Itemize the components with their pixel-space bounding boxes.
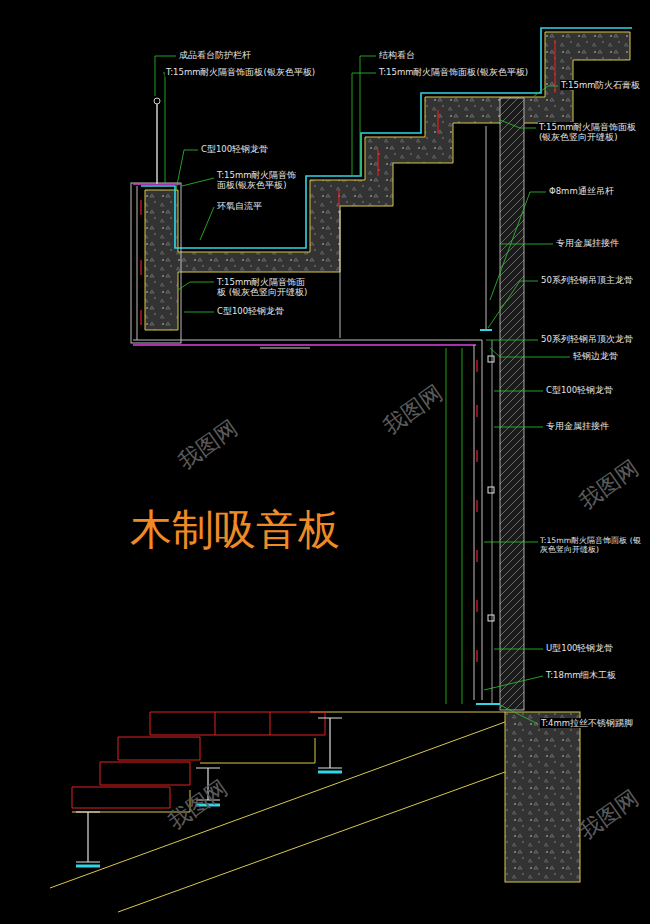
callout-label: Φ8mm通丝吊杆 (548, 186, 615, 196)
callout-label: 50系列轻钢吊顶主龙骨 (540, 275, 634, 285)
callout-label: 专用金属挂接件 (545, 421, 610, 431)
ceiling-face (133, 344, 476, 346)
steel-beams (76, 718, 342, 862)
callout-label: 结构看台 (378, 50, 416, 60)
watermark: 我图网 (574, 784, 645, 846)
ceiling-board (133, 340, 482, 341)
callout-label: T:18mm细木工板 (545, 670, 618, 680)
callout-label: 轻钢边龙骨 (572, 351, 619, 361)
drawing-title: 木制吸音板 (130, 505, 340, 555)
hanger-clip (480, 329, 492, 331)
callout-label: 50系列轻钢吊顶次龙骨 (540, 334, 634, 344)
wall-keel (492, 340, 493, 704)
callout-label: 专用金属挂接件 (555, 238, 620, 248)
watermark: 我图网 (377, 379, 448, 441)
cladding-inner (137, 186, 138, 340)
callout-label: T:15mm耐火隔音饰面板 (银灰色竖向开缝板) (538, 122, 644, 142)
watermark: 我图网 (162, 774, 233, 836)
leader-lines (155, 56, 570, 724)
beam-plates (76, 772, 342, 866)
watermark: 我图网 (574, 454, 645, 516)
callout-label: T:15mm耐火隔音饰面板 (银灰色竖向开缝板) (216, 277, 314, 297)
wall-panel-outer (474, 345, 475, 700)
callout-label: T:4mm拉丝不锈钢踢脚 (540, 718, 634, 728)
callout-label: T:15mm防火石膏板 (560, 80, 642, 90)
callout-label: C型100轻钢龙骨 (216, 306, 285, 316)
callout-label: C型100轻钢龙骨 (200, 144, 269, 154)
hanger-rods (340, 126, 486, 338)
parapet-cladding (131, 183, 181, 343)
slope-line (118, 772, 505, 912)
callout-label: T:15mm耐火隔音饰面板(银灰色平板) (378, 67, 529, 77)
slope-line (50, 722, 505, 888)
wall-panel-inner (482, 340, 483, 700)
railing-knob (154, 98, 160, 104)
callout-label: T:15mm耐火隔音饰面板(银灰色平板) (165, 67, 316, 77)
foundation (505, 712, 580, 882)
railing-post (156, 104, 158, 184)
metal-clips (488, 356, 494, 621)
skirting (476, 703, 500, 705)
callout-label: T:15mm耐火隔音饰面板 (银灰色竖向开缝板) (539, 536, 645, 554)
callout-label: C型100轻钢龙骨 (545, 385, 614, 395)
callout-label: U型100轻钢龙骨 (545, 643, 614, 653)
watermark: 我图网 (172, 414, 243, 476)
floor-line (310, 712, 505, 713)
panel-joints (476, 360, 477, 662)
wall-hatch (500, 98, 524, 710)
callout-label: 成品看台防护栏杆 (178, 50, 252, 60)
callout-label: T:15mm耐火隔音饰 面板(银灰色平板) (216, 170, 298, 190)
stud-marks (140, 200, 141, 325)
callout-label: 环氧自流平 (216, 201, 263, 211)
ceiling-keel (260, 348, 310, 349)
concrete-slab (145, 32, 630, 330)
